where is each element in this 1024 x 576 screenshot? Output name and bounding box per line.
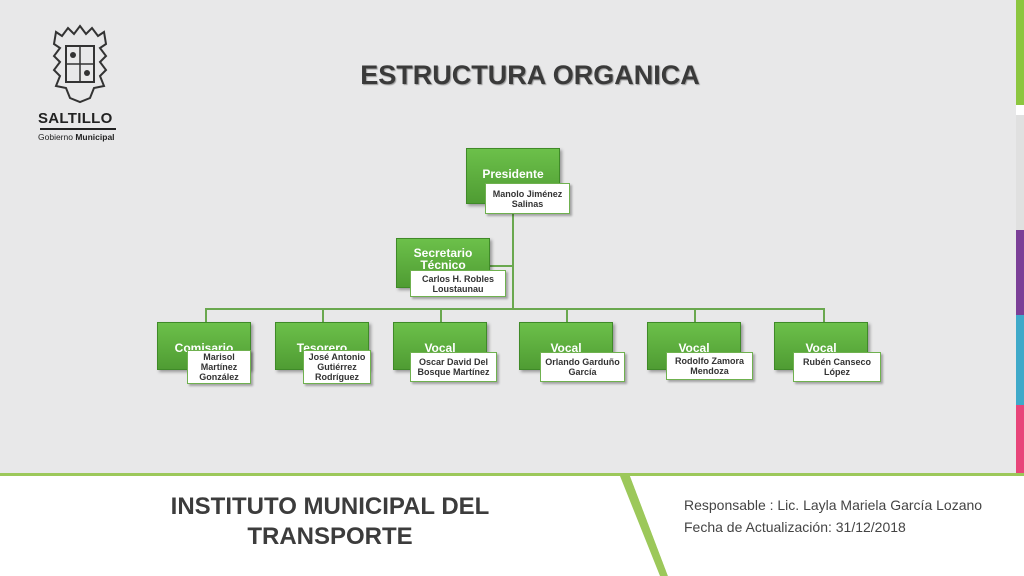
president-role: Presidente (482, 167, 544, 181)
member-role-3: Vocal (424, 341, 456, 355)
logo-divider (40, 128, 116, 130)
logo-sub-2: Municipal (75, 132, 115, 142)
updated-text: Fecha de Actualización: 31/12/2018 (684, 519, 906, 535)
secretary-role: Secretario Técnico (413, 246, 473, 272)
connector-drop-3 (440, 308, 442, 322)
member-role-4: Vocal (550, 341, 582, 355)
logo-sub-1: Gobierno (38, 132, 73, 142)
connector-drop-6 (823, 308, 825, 322)
connector-drop-2 (322, 308, 324, 322)
footer-diagonal (0, 476, 1024, 576)
page-title: ESTRUCTURA ORGANICA (360, 60, 700, 90)
logo-brand: SALTILLO (38, 110, 113, 127)
connector-drop-4 (566, 308, 568, 322)
connector-drop-1 (205, 308, 207, 322)
connector-horizontal (205, 308, 825, 310)
coat-of-arms-icon (52, 24, 108, 104)
logo-subtitle: Gobierno Municipal (38, 132, 115, 142)
member-name-3: Oscar David Del Bosque Martínez (410, 352, 497, 382)
member-name-4: Orlando Garduño García (540, 352, 625, 382)
connector-secretary (490, 265, 514, 267)
secretary-name: Carlos H. Robles Loustaunau (410, 270, 506, 297)
member-role-5: Vocal (678, 341, 710, 355)
president-name: Manolo Jiménez Salinas (485, 183, 570, 214)
member-name-1: Marisol Martínez González (187, 350, 251, 384)
connector-drop-5 (694, 308, 696, 322)
member-name-2: José Antonio Gutiérrez Rodríguez (303, 350, 371, 384)
connector-main (512, 212, 514, 308)
responsible-text: Responsable : Lic. Layla Mariela García … (684, 497, 983, 513)
member-name-6: Rubén Canseco López (793, 352, 881, 382)
saltillo-logo: SALTILLO Gobierno Municipal (38, 22, 122, 142)
footer-info: Responsable : Lic. Layla Mariela García … (684, 494, 982, 538)
institute-name: INSTITUTO MUNICIPAL DEL TRANSPORTE (170, 493, 490, 550)
member-role-6: Vocal (805, 341, 837, 355)
member-name-5: Rodolfo Zamora Mendoza (666, 352, 753, 380)
